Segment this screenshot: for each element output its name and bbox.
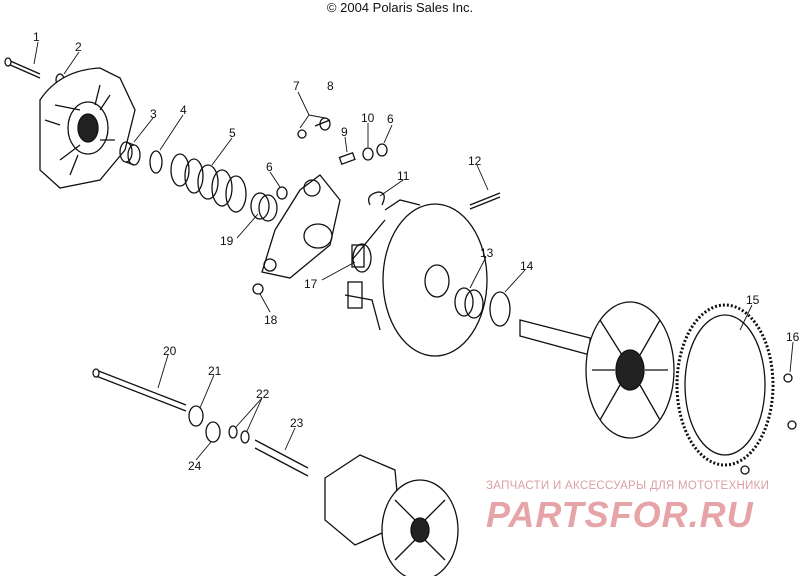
part-rings-22 [228,425,250,444]
callout-18: 18 [264,313,278,327]
copyright-notice: © 2004 Polaris Sales Inc. [326,0,474,15]
part-bushing-13 [454,287,484,319]
callout-24: 24 [188,459,202,473]
callout-19: 19 [220,234,234,248]
part-roller-6a [276,186,288,200]
callout-8: 8 [327,79,334,93]
callout-21: 21 [208,364,222,378]
part-nut-18 [252,283,264,295]
callout-6a: 6 [266,160,273,174]
callout-7: 7 [293,79,300,93]
callout-1: 1 [33,30,40,44]
callout-12: 12 [468,154,482,168]
watermark-logo: PARTSFOR.RU [486,494,754,535]
part-pin-12 [469,192,501,210]
part-bushing-3 [119,141,141,166]
part-roller-10 [362,147,374,161]
callout-15: 15 [746,293,760,307]
part-cover-plate [39,67,136,189]
part-washer-21 [188,405,204,427]
callout-9: 9 [341,125,348,139]
part-clip-11 [367,191,385,206]
part-bolt-20 [92,368,187,412]
callout-3: 3 [150,107,157,121]
callout-16: 16 [786,330,800,344]
part-moveable-sheave [344,199,488,357]
callout-4: 4 [180,103,187,117]
callout-2: 2 [75,40,82,54]
part-bushing-24 [205,421,221,443]
callout-5: 5 [229,126,236,140]
callout-10: 10 [361,111,375,125]
callout-23: 23 [290,416,304,430]
part-shaft-23 [254,439,309,477]
part-spring-5 [170,153,247,213]
callout-20: 20 [163,344,177,358]
callout-14: 14 [520,259,534,273]
part-fixed-sheave [519,301,675,439]
part-pin-9 [338,151,356,165]
part-ring-gear-15 [675,303,775,467]
callout-22: 22 [256,387,270,401]
part-spacer-19 [250,192,278,222]
callout-11: 11 [397,169,410,183]
part-ring-4 [149,150,163,174]
part-spider-arm [261,174,341,279]
part-bolt-1 [4,57,41,79]
callout-13: 13 [480,246,494,260]
part-ring-14 [489,291,511,327]
part-pins-7-8 [297,117,331,139]
part-bolts-16 [740,373,797,475]
callout-labels: 1 2 3 4 5 6 6 7 8 9 10 11 12 13 14 15 16… [33,30,800,473]
callout-17: 17 [304,277,318,291]
part-secondary-clutch [324,454,459,576]
part-roller-6b [376,143,388,157]
watermark-tagline: ЗАПЧАСТИ И АКСЕССУАРЫ ДЛЯ МОТОТЕХНИКИ [486,480,770,492]
callout-6b: 6 [387,112,394,126]
